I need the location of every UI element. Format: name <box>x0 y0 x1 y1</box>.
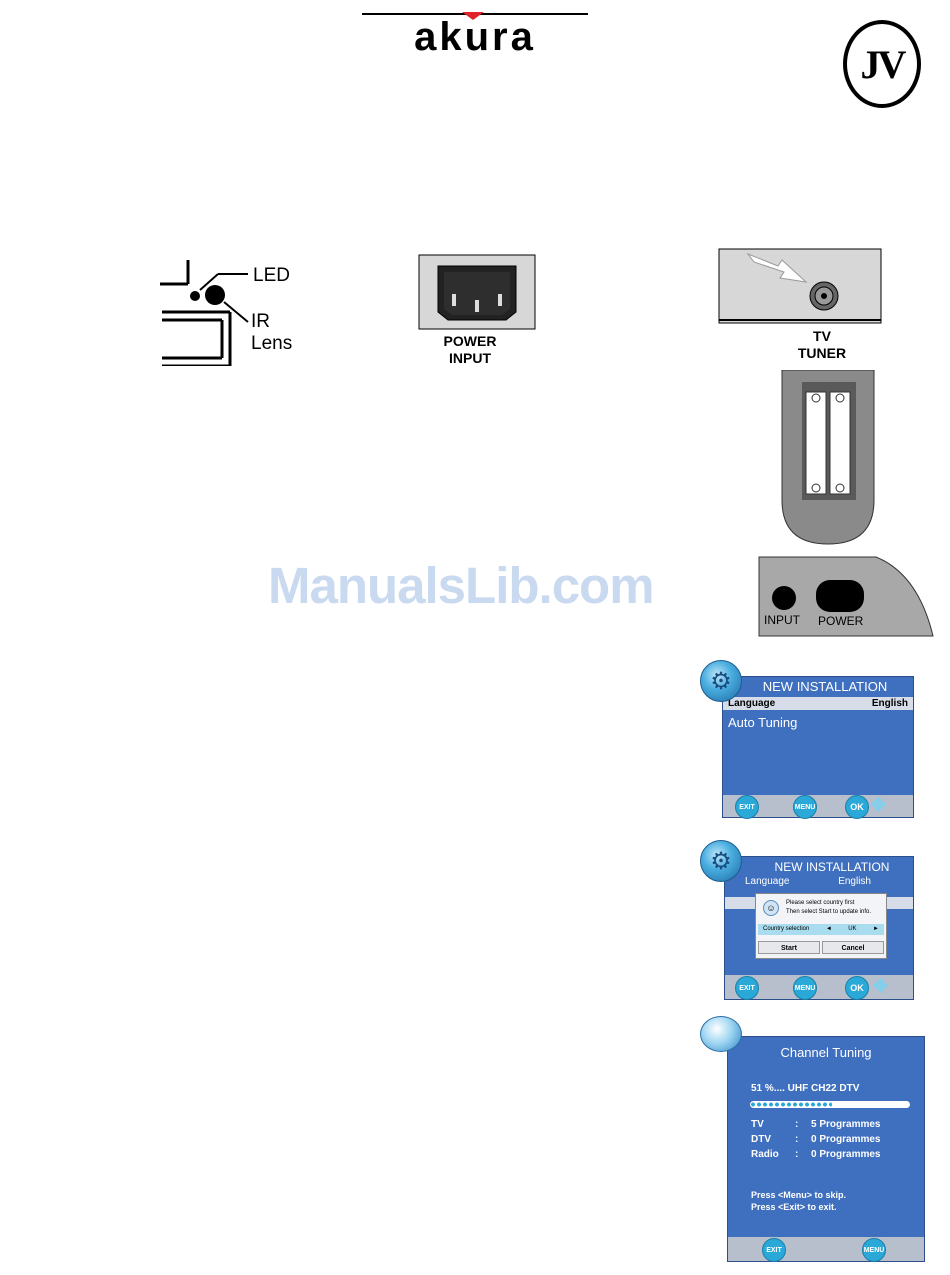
dialog-line1: Please select country first <box>786 900 855 906</box>
ir-label: IR <box>251 311 270 332</box>
new-installation-screen: NEW INSTALLATION Language English Auto T… <box>722 676 914 819</box>
lens-label: Lens <box>251 333 293 354</box>
tuning-hints: Press <Menu> to skip. Press <Exit> to ex… <box>751 1189 846 1213</box>
country-selector[interactable]: Country selection ◄ UK ► <box>758 924 884 935</box>
led-ir-diagram <box>160 260 249 366</box>
exit-button[interactable]: EXIT <box>735 795 759 819</box>
power-input-line1: POWER <box>443 333 497 349</box>
screen3-title: Channel Tuning <box>780 1045 872 1060</box>
tv-tuner-label: TV TUNER <box>772 328 872 362</box>
programme-type: DTV <box>751 1134 771 1145</box>
jv-logo: JV <box>843 20 921 108</box>
screen2-title: NEW INSTALLATION <box>774 860 890 874</box>
hint-exit: Press <Exit> to exit. <box>751 1202 837 1212</box>
menu-button[interactable]: MENU <box>793 795 817 819</box>
hint-skip: Press <Menu> to skip. <box>751 1190 847 1200</box>
screen2-language-label: Language <box>745 876 790 887</box>
tv-tuner-line1: TV <box>813 328 831 344</box>
cancel-button[interactable]: Cancel <box>822 941 884 954</box>
svg-text:akura: akura <box>414 15 536 54</box>
screen2-language-value: English <box>838 876 871 887</box>
panel-power-label: POWER <box>818 614 864 628</box>
dialog-line2: Then select Start to update info. <box>786 909 872 915</box>
exit-button[interactable]: EXIT <box>735 976 759 1000</box>
country-value: UK <box>848 926 857 932</box>
programme-type: TV <box>751 1119 764 1130</box>
start-button[interactable]: Start <box>758 941 820 954</box>
programme-type: Radio <box>751 1149 779 1160</box>
screen2-language-row: Language English <box>725 875 913 889</box>
programme-count: 0 Programmes <box>811 1134 881 1145</box>
screen1-title: NEW INSTALLATION <box>762 679 888 694</box>
arrows-icon: ✥ <box>871 795 887 815</box>
settings-gear-icon <box>700 840 742 882</box>
panel-input-label: INPUT <box>764 613 800 627</box>
tuning-progress-track <box>750 1101 910 1108</box>
dialog-text: Please select country first Then select … <box>786 899 871 917</box>
power-input-socket <box>418 254 536 330</box>
programme-separator: : <box>795 1134 799 1145</box>
power-input-line2: INPUT <box>449 350 491 366</box>
arrows-icon: ✥ <box>873 976 889 996</box>
tuning-progress-fill <box>750 1101 832 1108</box>
programme-separator: : <box>795 1119 799 1130</box>
watermark: ManualsLib.com <box>268 557 655 614</box>
menu-button[interactable]: MENU <box>793 976 817 1000</box>
led-label: LED <box>253 265 290 286</box>
tuning-status: 51 %.... UHF CH22 DTV <box>751 1083 860 1094</box>
akura-logo: akura <box>362 12 588 54</box>
tuning-satellite-icon <box>700 1016 742 1052</box>
programme-count: 5 Programmes <box>811 1119 881 1130</box>
programme-separator: : <box>795 1149 799 1160</box>
programme-row: DTV: 0 Programmes <box>751 1132 880 1147</box>
screen1-button-bar: EXIT MENU OK ✥ <box>723 795 913 819</box>
programme-row: Radio: 0 Programmes <box>751 1147 880 1162</box>
country-dialog: ☺ Please select country first Then selec… <box>755 893 887 959</box>
programme-row: TV: 5 Programmes <box>751 1117 880 1132</box>
channel-tuning-screen: Channel Tuning 51 %.... UHF CH22 DTV TV:… <box>727 1036 925 1262</box>
exit-button[interactable]: EXIT <box>762 1238 786 1262</box>
menu-button[interactable]: MENU <box>862 1238 886 1262</box>
screen3-button-bar: EXIT MENU <box>728 1237 924 1262</box>
auto-tuning-item[interactable]: Auto Tuning <box>728 715 798 730</box>
language-label: Language <box>728 698 776 709</box>
settings-gear-icon <box>700 660 742 702</box>
side-panel <box>758 556 934 637</box>
ok-button[interactable]: OK <box>845 795 869 819</box>
programme-count: 0 Programmes <box>811 1149 881 1160</box>
country-selection-screen: NEW INSTALLATION Language English ☺ Plea… <box>724 856 914 1000</box>
language-row[interactable]: Language English <box>723 697 913 710</box>
info-icon: ☺ <box>763 900 779 916</box>
tv-tuner-line2: TUNER <box>797 345 847 361</box>
tv-tuner-jack <box>718 248 882 324</box>
remote-battery-compartment <box>781 370 875 545</box>
country-right-arrow-icon[interactable]: ► <box>873 926 879 932</box>
ok-button[interactable]: OK <box>845 976 869 1000</box>
country-label: Country selection <box>763 926 810 932</box>
power-input-label: POWER INPUT <box>420 333 520 367</box>
country-left-arrow-icon[interactable]: ◄ <box>825 926 832 932</box>
screen2-button-bar: EXIT MENU OK ✥ <box>725 975 913 1000</box>
language-value: English <box>871 698 908 709</box>
